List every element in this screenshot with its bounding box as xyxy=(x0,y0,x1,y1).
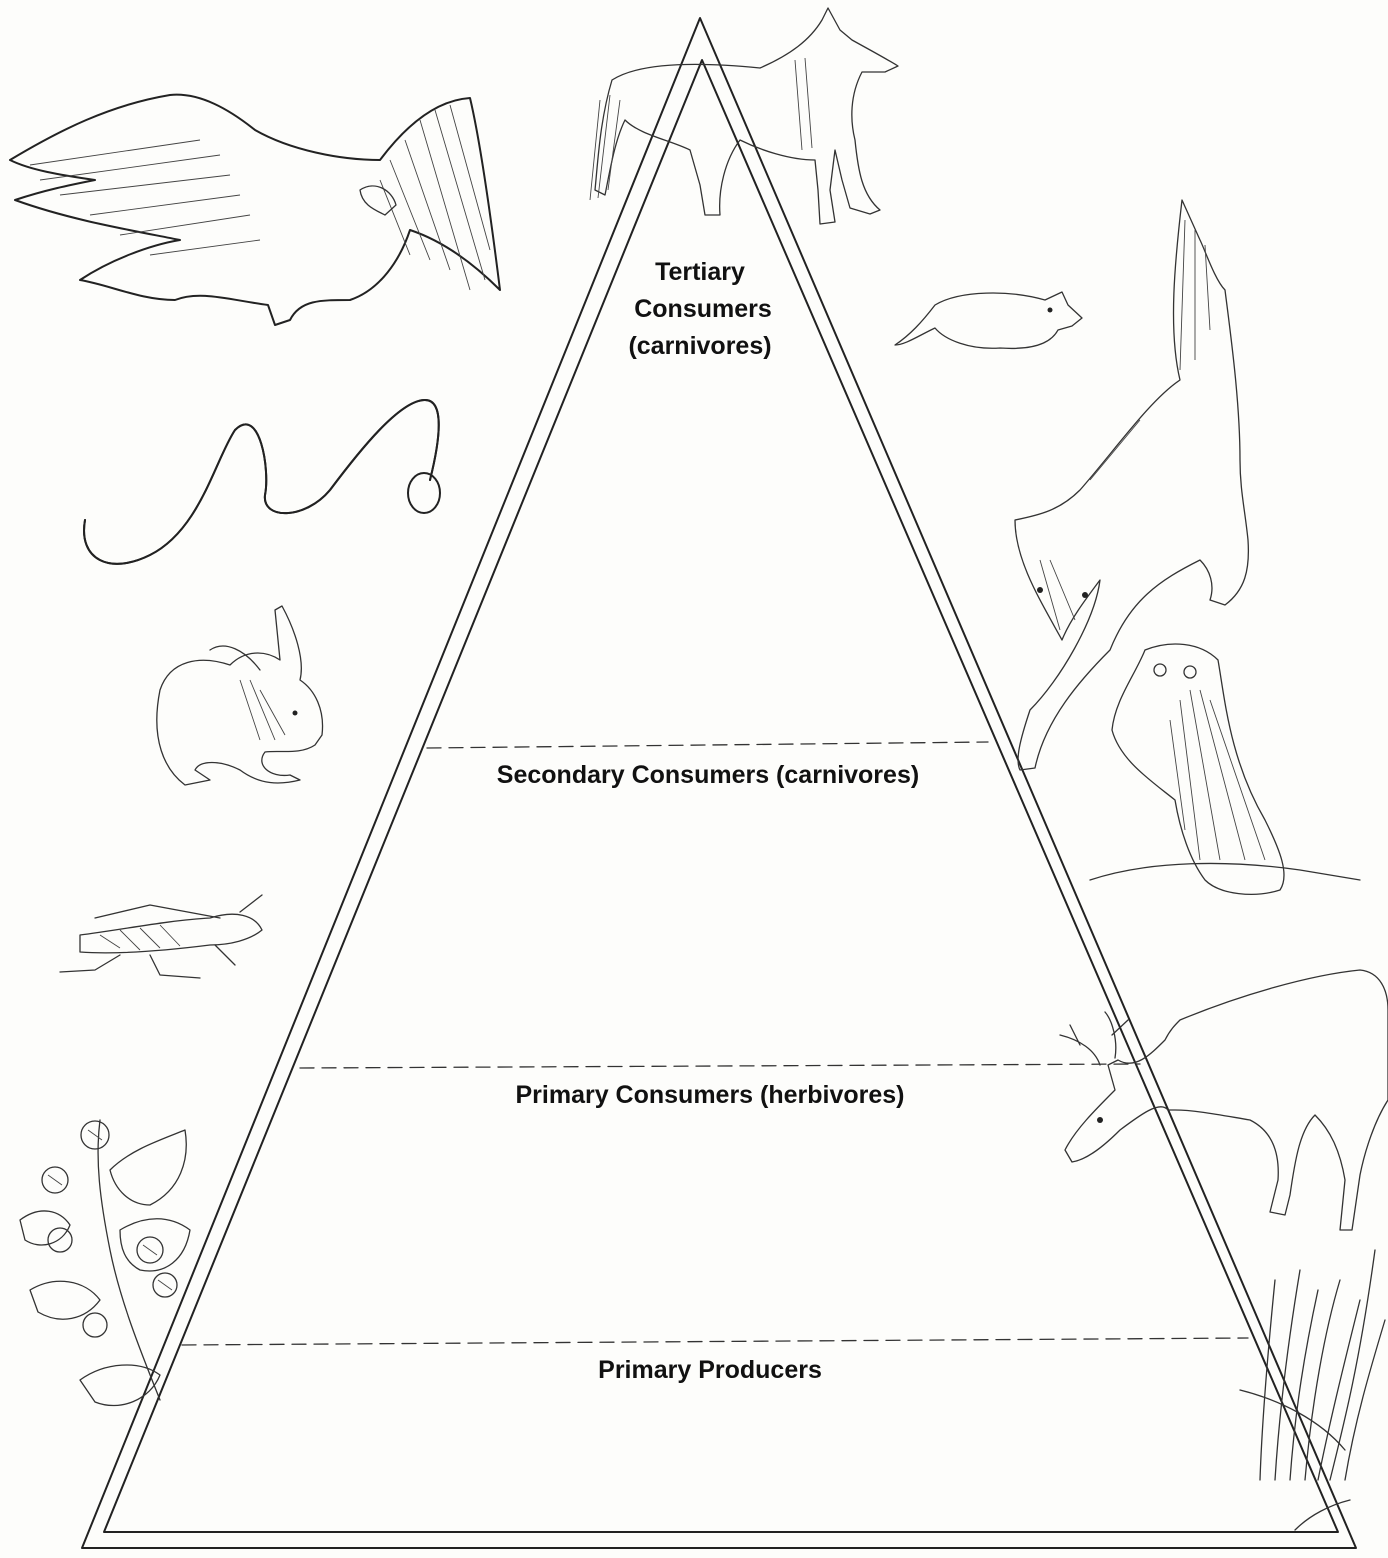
snake-head xyxy=(407,472,441,514)
berry-1 xyxy=(80,1120,110,1150)
deer-illustration xyxy=(1059,969,1388,1231)
mouse-eye xyxy=(1047,307,1053,313)
fox-eye-right xyxy=(1082,592,1088,598)
primary-producers-label: Primary Producers xyxy=(598,1356,822,1384)
rabbit-eye xyxy=(292,710,298,716)
snake-illustration xyxy=(83,399,441,565)
pyramid-outer-border xyxy=(81,17,1357,1549)
divider-primary-consumers xyxy=(299,1063,1141,1069)
divider-producers xyxy=(181,1337,1249,1346)
eagle-illustration xyxy=(9,93,501,326)
berry-4 xyxy=(136,1236,164,1264)
berry-2 xyxy=(41,1166,69,1194)
fox-eye-left xyxy=(1037,587,1043,593)
grass-illustration xyxy=(1239,1249,1386,1531)
tertiary-label-line1: Tertiary xyxy=(655,258,745,286)
grasshopper-illustration xyxy=(59,894,263,979)
owl-eye-left xyxy=(1153,663,1167,677)
deer-eye xyxy=(1097,1117,1103,1123)
mouse-illustration xyxy=(894,291,1083,350)
owl-eye-right xyxy=(1183,665,1197,679)
berry-6 xyxy=(82,1312,108,1338)
fox-illustration xyxy=(1014,199,1250,771)
berry-plant-illustration xyxy=(19,1119,191,1407)
coyote-illustration xyxy=(589,7,899,225)
secondary-consumers-label: Secondary Consumers (carnivores) xyxy=(497,761,919,789)
owl-illustration xyxy=(1089,643,1361,895)
berry-5 xyxy=(152,1272,178,1298)
pyramid: Tertiary Consumers (carnivores) Secondar… xyxy=(81,17,1357,1549)
berry-3 xyxy=(47,1227,73,1253)
primary-consumers-label: Primary Consumers (herbivores) xyxy=(515,1081,904,1109)
divider-secondary xyxy=(426,741,989,749)
tertiary-label-line2: Consumers xyxy=(634,295,772,323)
tertiary-label-line3: (carnivores) xyxy=(628,332,771,360)
rabbit-illustration xyxy=(156,605,324,786)
pyramid-inner-border xyxy=(103,59,1339,1533)
